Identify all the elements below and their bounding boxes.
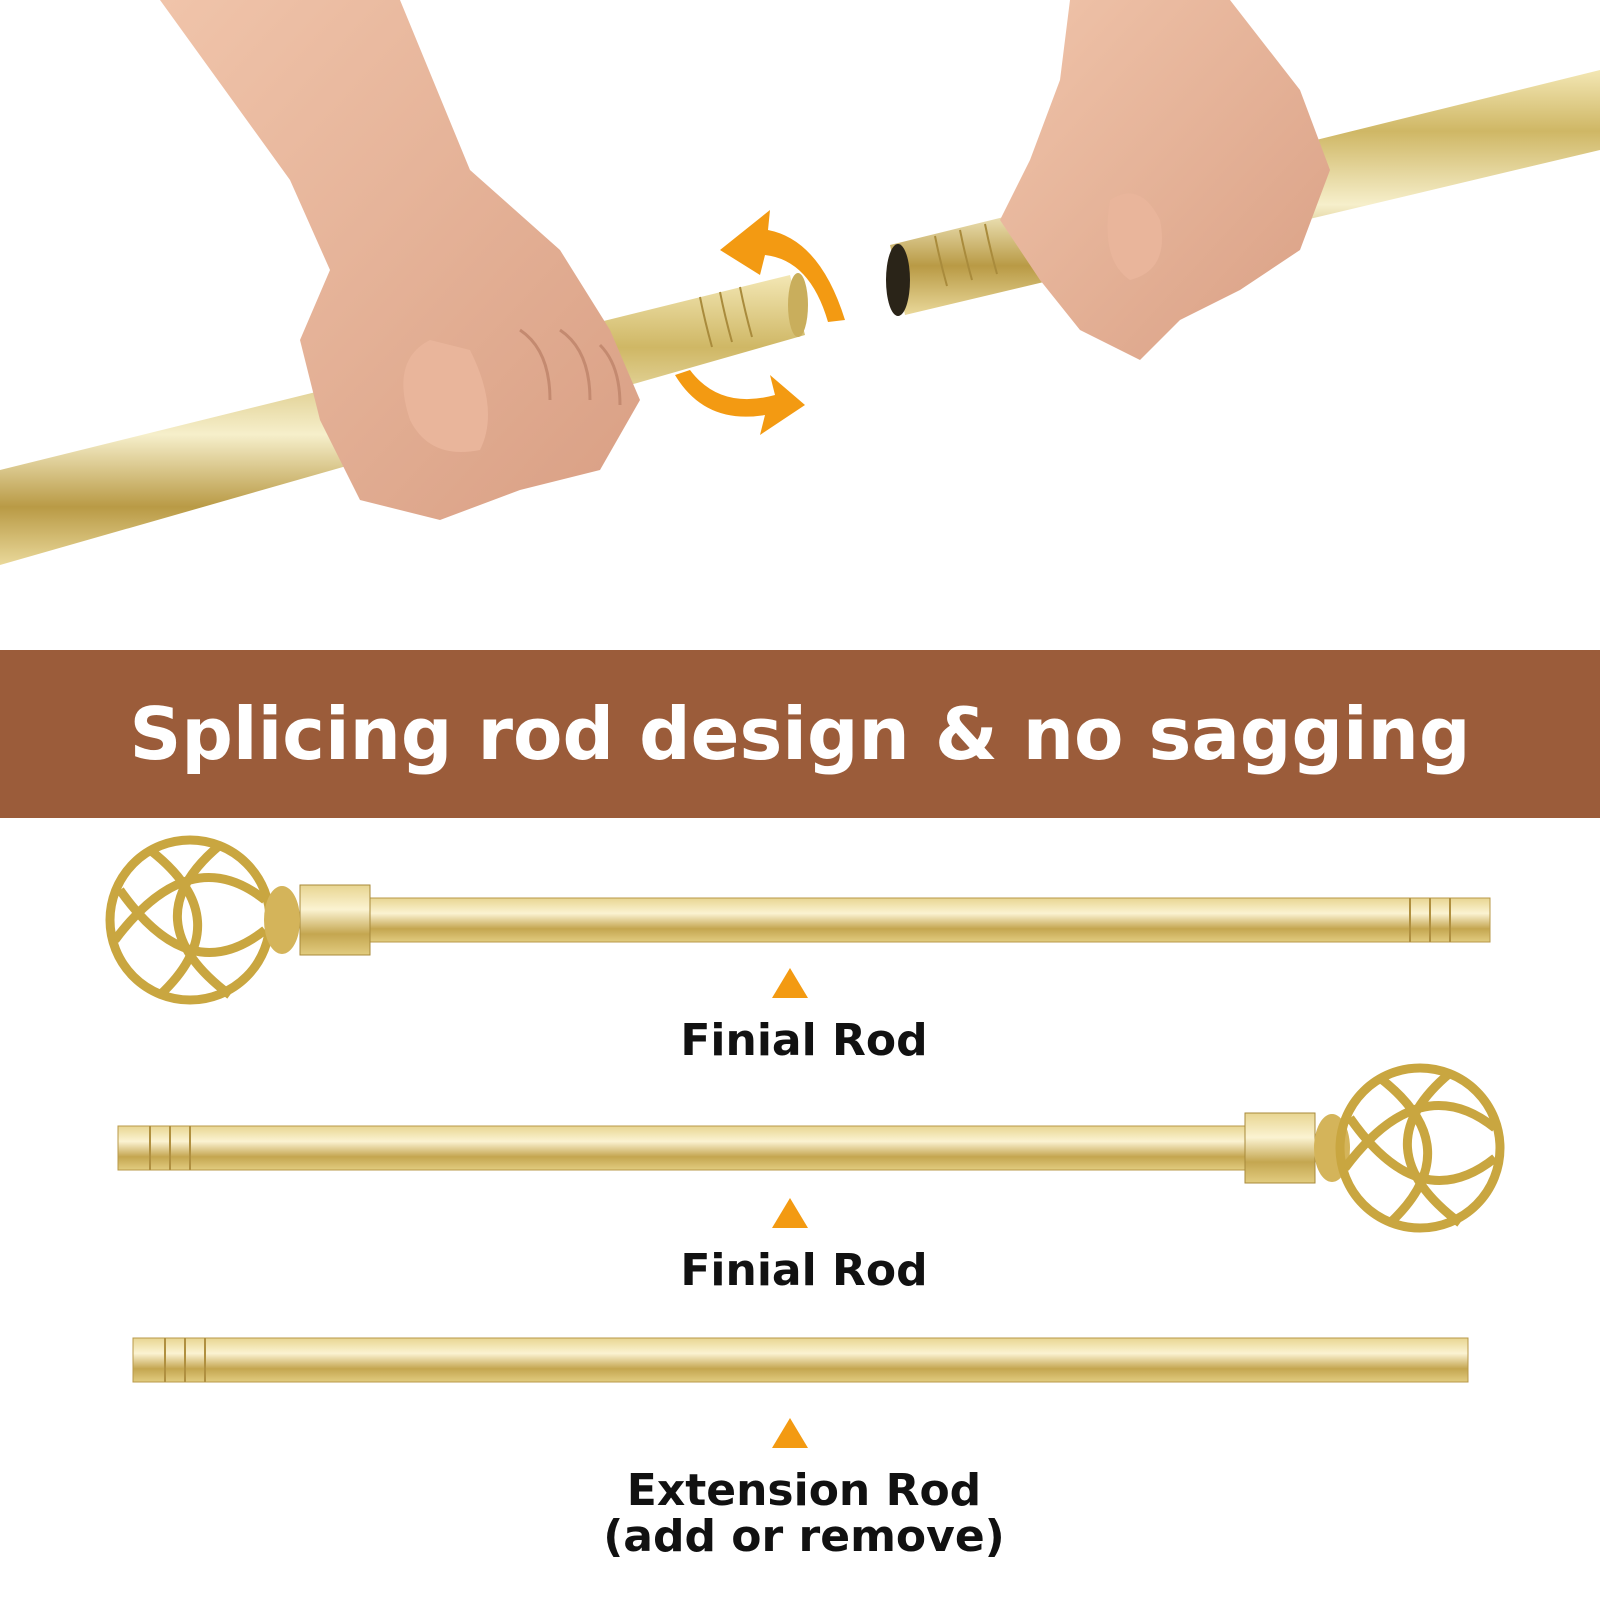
finial-ball-icon [105, 835, 275, 1005]
rod-label-3-line2: (add or remove) [603, 1511, 1005, 1562]
rod-label-1: Finial Rod [680, 1015, 928, 1066]
finial-rod-left-image [105, 835, 1491, 1005]
triangle-up-icon [772, 1198, 808, 1228]
triangle-up-icon [772, 968, 808, 998]
right-hand [1000, 0, 1330, 360]
finial-ball-icon [1335, 1063, 1505, 1233]
rod-label-2: Finial Rod [680, 1245, 928, 1296]
title-banner [0, 650, 1600, 818]
extension-rod-image [132, 1337, 1469, 1383]
rod-splicing-photo [0, 0, 1600, 565]
finial-rod-right-image [117, 1063, 1505, 1233]
rod-label-3-line1: Extension Rod [626, 1465, 982, 1516]
rotate-arrows-icon [675, 210, 845, 435]
left-hand [160, 0, 640, 520]
triangle-up-icon [772, 1418, 808, 1448]
banner-title: Splicing rod design & no sagging [129, 692, 1471, 776]
